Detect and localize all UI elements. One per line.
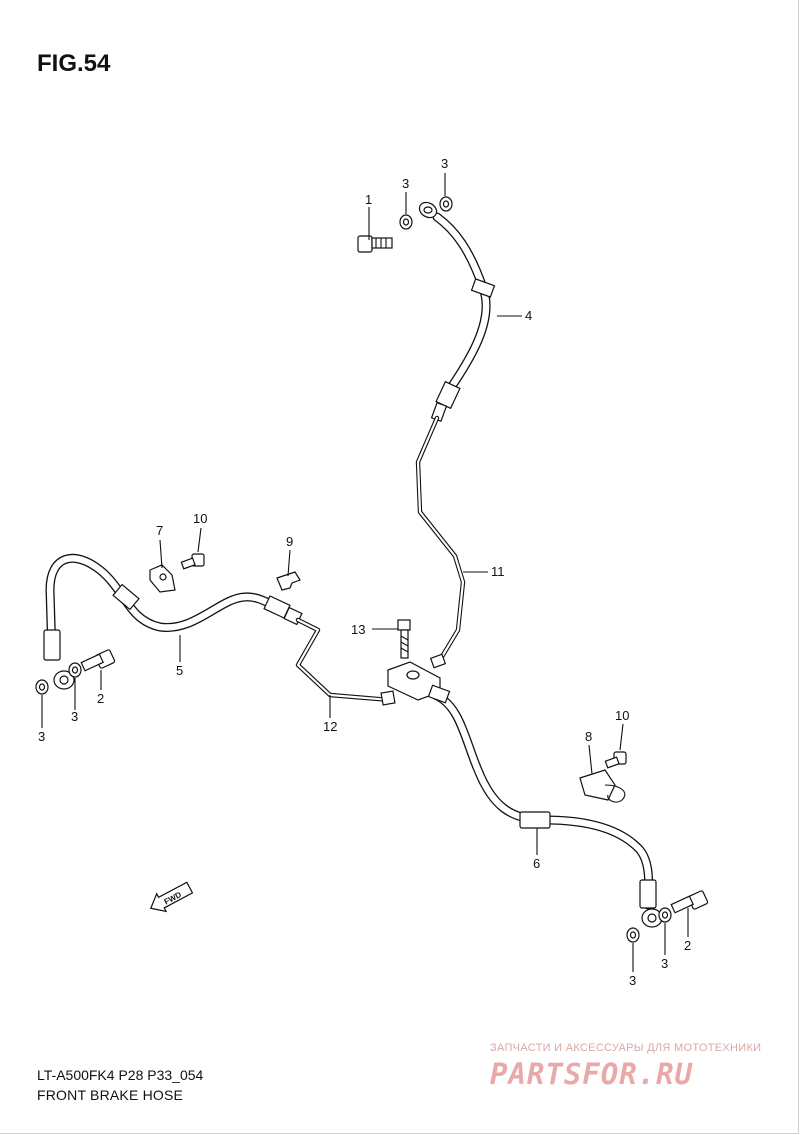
callout-10-right: 10	[615, 708, 629, 723]
watermark-tagline: ЗАПЧАСТИ И АКСЕССУАРЫ ДЛЯ МОТОТЕХНИКИ	[490, 1042, 762, 1054]
callout-3-left-inner: 3	[71, 709, 78, 724]
callout-3-left-outer: 3	[38, 729, 45, 744]
callout-5: 5	[176, 663, 183, 678]
clamp-bolt-10-right[interactable]	[604, 751, 627, 769]
clamp-bolt-10-left[interactable]	[180, 553, 205, 570]
washer-right-outer[interactable]	[626, 927, 640, 943]
figure-title: FIG.54	[37, 50, 111, 77]
callout-6: 6	[533, 856, 540, 871]
brake-junction-block[interactable]	[387, 619, 441, 701]
diagram-code: LT-A500FK4 P28 P33_054	[37, 1067, 204, 1083]
hose-clamp-8[interactable]	[579, 769, 626, 803]
washer-top-left[interactable]	[399, 214, 413, 230]
callout-7: 7	[156, 523, 163, 538]
callout-3-top-right: 3	[441, 156, 448, 171]
callout-3-right-inner: 3	[661, 956, 668, 971]
washer-top-right[interactable]	[439, 196, 453, 212]
brake-pipe-12[interactable]	[295, 617, 396, 706]
washer-left-outer[interactable]	[35, 679, 49, 695]
brake-hose-4[interactable]	[417, 199, 496, 422]
fwd-arrow-icon: FWD	[149, 881, 194, 913]
callout-11: 11	[491, 564, 505, 579]
washer-left-inner[interactable]	[68, 662, 82, 678]
callout-1: 1	[365, 192, 372, 207]
callout-13: 13	[351, 622, 365, 637]
callout-2-right: 2	[684, 938, 691, 953]
brake-hose-5[interactable]	[43, 553, 303, 690]
union-bolt-2-left[interactable]	[80, 649, 116, 672]
callout-9: 9	[286, 534, 293, 549]
leader-lines	[41, 173, 689, 972]
brake-hose-6[interactable]	[427, 684, 663, 928]
callout-2-left: 2	[97, 691, 104, 706]
hose-clamp-7[interactable]	[149, 564, 176, 593]
hose-clip-9[interactable]	[276, 571, 301, 591]
callout-3-top-left: 3	[402, 176, 409, 191]
callout-10-left: 10	[193, 511, 207, 526]
callout-4: 4	[525, 308, 532, 323]
brake-pipe-11[interactable]	[415, 415, 466, 669]
callout-8: 8	[585, 729, 592, 744]
diagram-name: FRONT BRAKE HOSE	[37, 1087, 184, 1103]
union-bolt-1[interactable]	[357, 235, 393, 253]
watermark-logo: PARTSFOR.RU	[490, 1057, 694, 1091]
callout-3-right-outer: 3	[629, 973, 636, 988]
callout-12: 12	[323, 719, 337, 734]
washer-right-inner[interactable]	[658, 907, 672, 923]
union-bolt-2-right[interactable]	[670, 890, 709, 914]
